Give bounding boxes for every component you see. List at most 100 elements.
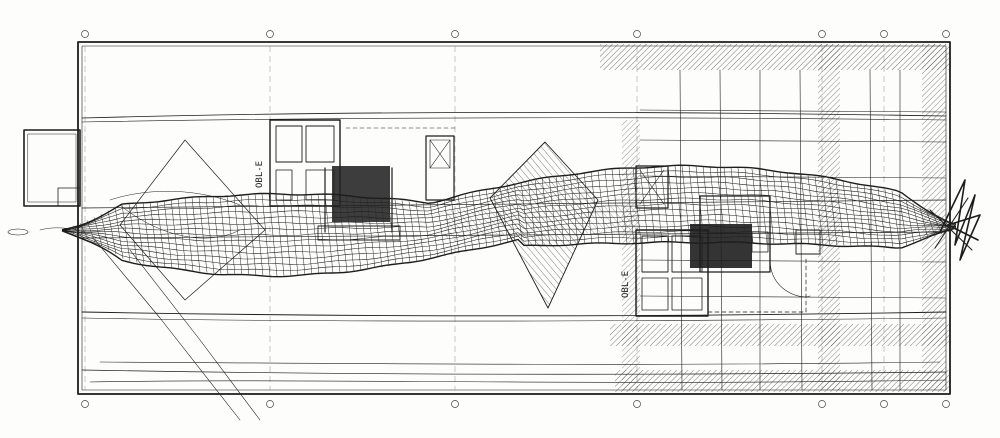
mesh-transverse-line xyxy=(912,203,922,242)
mesh-transverse-line xyxy=(499,185,509,244)
mesh-transverse-line xyxy=(695,166,705,243)
mesh-transverse-line xyxy=(793,173,803,245)
construction-lines-left xyxy=(7,139,266,421)
mesh-transverse-line xyxy=(296,194,306,276)
hatched-zone-right xyxy=(600,44,950,392)
mesh-longitudinal-line xyxy=(61,186,957,231)
mesh-transverse-line xyxy=(905,198,915,244)
mesh-transverse-line xyxy=(345,195,355,272)
mesh-transverse-line xyxy=(681,165,691,243)
service-core-right: OBL-E xyxy=(621,165,821,317)
service-core-left: OBL-E xyxy=(255,119,457,241)
mesh-transverse-line xyxy=(807,175,817,245)
mesh-transverse-line xyxy=(114,206,124,259)
mesh-transverse-line xyxy=(331,195,341,273)
mesh-transverse-line xyxy=(751,168,761,244)
mesh-transverse-line xyxy=(471,191,481,249)
mesh-transverse-line xyxy=(100,214,110,251)
mesh-transverse-line xyxy=(723,166,733,243)
mesh-transverse-line xyxy=(765,170,775,244)
mesh-transverse-line xyxy=(919,207,929,239)
core-label-left: OBL-E xyxy=(255,161,265,188)
mesh-longitudinal-line xyxy=(61,197,957,232)
mesh-transverse-line xyxy=(72,225,82,237)
mesh-transverse-line xyxy=(730,167,740,243)
mesh-transverse-line xyxy=(205,196,215,274)
mesh-transverse-line xyxy=(772,170,782,244)
mesh-transverse-line xyxy=(429,201,439,258)
mesh-transverse-line xyxy=(898,193,908,247)
mesh-transverse-line xyxy=(254,194,264,276)
mesh-transverse-line xyxy=(247,194,257,276)
mesh-transverse-line xyxy=(527,180,537,246)
mesh-transverse-line xyxy=(800,174,810,245)
mesh-transverse-line xyxy=(366,197,376,269)
mesh-transverse-line xyxy=(317,194,327,274)
mesh-transverse-line xyxy=(177,198,187,271)
mesh-longitudinal-line xyxy=(61,176,957,232)
mesh-transverse-line xyxy=(303,194,313,275)
mesh-transverse-line xyxy=(408,201,418,262)
grid-marker xyxy=(633,30,641,38)
mesh-transverse-line xyxy=(842,181,852,246)
grid-marker xyxy=(818,30,826,38)
mesh-transverse-line xyxy=(289,193,299,276)
grid-markers-bottom xyxy=(81,400,950,408)
grid-marker xyxy=(942,400,950,408)
grid-marker xyxy=(942,30,950,38)
mesh-transverse-line xyxy=(142,202,152,266)
mesh-transverse-line xyxy=(380,198,390,267)
mesh-transverse-line xyxy=(646,166,656,243)
mesh-transverse-line xyxy=(492,187,502,245)
mesh-transverse-line xyxy=(555,175,565,245)
mesh-transverse-line xyxy=(415,201,425,261)
mesh-transverse-line xyxy=(212,196,222,274)
mesh-transverse-line xyxy=(149,201,159,267)
mesh-transverse-line xyxy=(653,166,663,243)
mesh-transverse-line xyxy=(632,167,642,243)
mesh-transverse-line xyxy=(443,198,453,255)
mesh-transverse-line xyxy=(107,210,117,255)
mesh-transverse-line xyxy=(611,169,621,244)
mesh-longitudinal-line xyxy=(61,203,957,237)
mesh-transverse-line xyxy=(702,166,712,243)
mesh-transverse-line xyxy=(688,165,698,243)
grid-marker xyxy=(880,30,888,38)
mesh-transverse-line xyxy=(170,199,180,270)
mesh-transverse-line xyxy=(156,200,166,268)
mesh-transverse-line xyxy=(261,194,271,277)
mesh-transverse-line xyxy=(828,178,838,246)
mesh-transverse-line xyxy=(450,196,460,254)
mesh-transverse-line xyxy=(625,167,635,244)
mesh-longitudinal-line xyxy=(61,227,957,265)
grid-marker xyxy=(818,400,826,408)
grid-marker xyxy=(266,400,274,408)
mesh-transverse-line xyxy=(569,173,579,245)
grid-marker xyxy=(880,400,888,408)
mesh-transverse-line xyxy=(79,223,89,240)
mesh-transverse-line xyxy=(513,183,523,241)
mesh-transverse-line xyxy=(786,172,796,244)
mesh-transverse-line xyxy=(863,185,873,247)
mesh-transverse-line xyxy=(576,172,586,245)
mesh-transverse-line xyxy=(184,198,194,272)
mesh-transverse-line xyxy=(674,165,684,243)
mesh-transverse-line xyxy=(436,200,446,257)
mesh-transverse-line xyxy=(394,199,404,264)
mesh-longitudinal-line xyxy=(61,208,957,242)
mesh-transverse-line xyxy=(282,193,292,276)
mesh-transverse-line xyxy=(478,190,488,248)
mesh-transverse-line xyxy=(373,197,383,268)
mesh-transverse-line xyxy=(310,194,320,275)
mesh-transverse-line xyxy=(562,174,572,245)
core-label-right: OBL-E xyxy=(621,271,631,298)
undulating-roof-mesh xyxy=(61,164,957,278)
mesh-transverse-line xyxy=(737,167,747,243)
mesh-transverse-line xyxy=(219,195,229,275)
mesh-transverse-line xyxy=(856,183,866,247)
mesh-transverse-line xyxy=(275,193,285,276)
mesh-transverse-line xyxy=(849,182,859,247)
mesh-transverse-line xyxy=(835,179,845,246)
mesh-transverse-line xyxy=(324,194,334,274)
